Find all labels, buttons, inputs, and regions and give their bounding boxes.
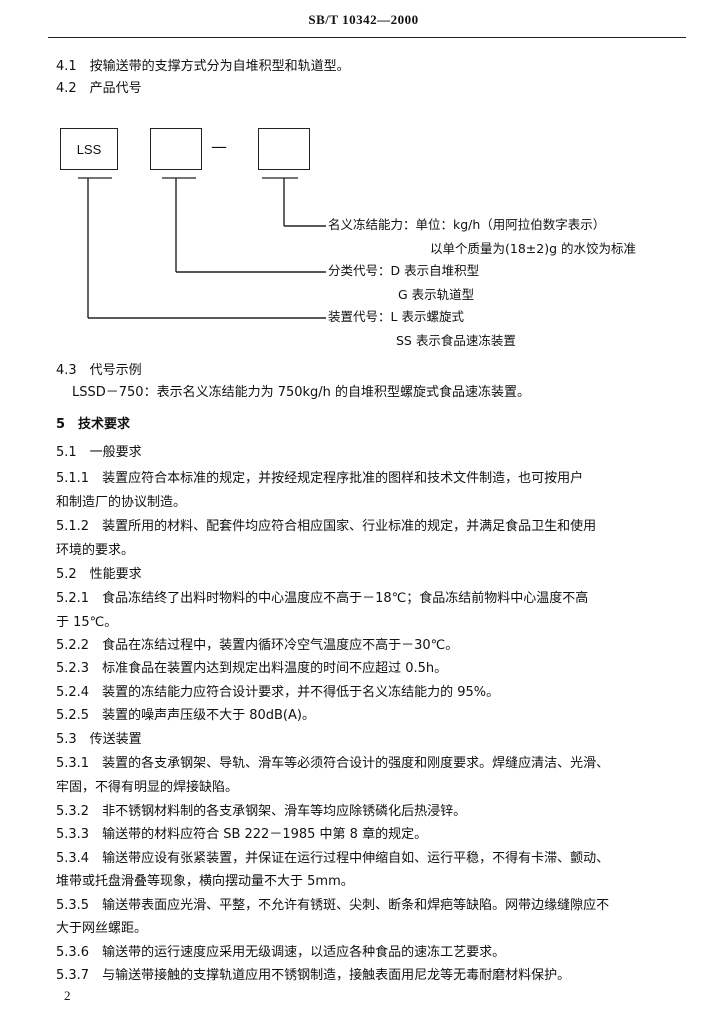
clause-5-2-3: 5.2.3 标准食品在装置内达到规定出料温度的时间不应超过 0.5h。 [56, 661, 448, 676]
clause-5-2-2: 5.2.2 食品在冻结过程中，装置内循环冷空气温度应不高于－30℃。 [56, 638, 459, 653]
standard-code-header: SB/T 10342—2000 [308, 12, 419, 27]
clause-5-3: 5.3 传送装置 [56, 732, 142, 747]
code-box-lss: LSS [60, 128, 118, 170]
clause-5-3-5-cont: 大于网丝螺距。 [56, 921, 148, 936]
clause-5-1-2: 5.1.2 装置所用的材料、配套件均应符合相应国家、行业标准的规定，并满足食品卫… [56, 519, 597, 534]
clause-5-2-5: 5.2.5 装置的噪声声压级不大于 80dB(A)。 [56, 708, 315, 723]
capacity-label: 名义冻结能力：单位：kg/h（用阿拉伯数字表示） [328, 217, 606, 232]
code-box-capacity [258, 128, 310, 170]
code-box-classification [150, 128, 202, 170]
classification-g: G 表示轨道型 [398, 287, 475, 302]
clause-4-2: 4.2 产品代号 [56, 81, 142, 96]
device-code-label: 装置代号：L 表示螺旋式 [328, 309, 464, 324]
clause-5-1-1: 5.1.1 装置应符合本标准的规定，并按经规定程序批准的图样和技术文件制造，也可… [56, 471, 584, 486]
clause-4-1: 4.1 按输送带的支撑方式分为自堆积型和轨道型。 [56, 59, 350, 74]
clause-5-2: 5.2 性能要求 [56, 567, 142, 582]
clause-5-3-6: 5.3.6 输送带的运行速度应采用无级调速，以适应各种食品的速冻工艺要求。 [56, 945, 506, 960]
page-number: 2 [64, 988, 71, 1003]
clause-5-3-3: 5.3.3 输送带的材料应符合 SB 222－1985 中第 8 章的规定。 [56, 827, 428, 842]
header-rule [48, 37, 686, 38]
clause-4-3: 4.3 代号示例 [56, 363, 142, 378]
section-5-title: 5 技术要求 [56, 417, 131, 432]
classification-label: 分类代号：D 表示自堆积型 [328, 263, 480, 278]
clause-5-3-4: 5.3.4 输送带应设有张紧装置，并保证在运行过程中伸缩自如、运行平稳，不得有卡… [56, 851, 610, 866]
clause-5-3-1: 5.3.1 装置的各支承钢架、导轨、滑车等必须符合设计的强度和刚度要求。焊缝应清… [56, 756, 610, 771]
clause-5-3-7: 5.3.7 与输送带接触的支撑轨道应用不锈钢制造，接触表面用尼龙等无毒耐磨材料保… [56, 968, 571, 983]
clause-5-1-2-cont: 环境的要求。 [56, 543, 135, 558]
clause-5-1-1-cont: 和制造厂的协议制造。 [56, 495, 187, 510]
device-code-ss: SS 表示食品速冻装置 [396, 333, 516, 348]
clause-5-3-5: 5.3.5 输送带表面应光滑、平整，不允许有锈斑、尖刺、断条和焊疤等缺陷。网带边… [56, 898, 610, 913]
clause-5-3-1-cont: 牢固，不得有明显的焊接缺陷。 [56, 780, 239, 795]
clause-5-2-1-cont: 于 15℃。 [56, 615, 118, 630]
clause-5-2-1: 5.2.1 食品冻结终了出料时物料的中心温度应不高于－18℃；食品冻结前物料中心… [56, 591, 589, 606]
clause-4-3-text: LSSD－750：表示名义冻结能力为 750kg/h 的自堆积型螺旋式食品速冻装… [72, 385, 531, 400]
clause-5-3-4-cont: 堆带或托盘滑叠等现象，横向摆动量不大于 5mm。 [56, 874, 354, 889]
clause-5-2-4: 5.2.4 装置的冻结能力应符合设计要求，并不得低于名义冻结能力的 95%。 [56, 685, 500, 700]
clause-5-3-2: 5.3.2 非不锈钢材料制的各支承钢架、滑车等均应除锈磷化后热浸锌。 [56, 804, 467, 819]
clause-5-1: 5.1 一般要求 [56, 445, 142, 460]
capacity-note: 以单个质量为(18±2)g 的水饺为标准 [430, 241, 636, 256]
code-dash: — [211, 137, 227, 156]
